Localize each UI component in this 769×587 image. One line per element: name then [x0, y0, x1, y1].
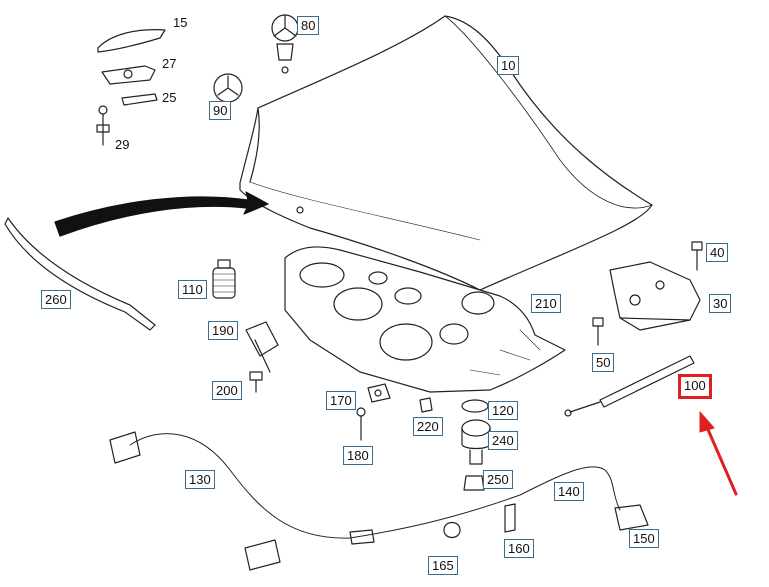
part-170-clip	[367, 383, 391, 403]
callout-160: 160	[504, 539, 534, 558]
part-29-screw	[96, 105, 110, 146]
release-cable	[109, 431, 621, 571]
part-100-gas-strut	[564, 355, 695, 417]
callout-150: 150	[629, 529, 659, 548]
callout-180: 180	[343, 446, 373, 465]
callout-15: 15	[173, 15, 188, 30]
part-240-buffer	[461, 419, 491, 465]
part-165-clip	[443, 521, 461, 539]
part-190-bracket	[245, 321, 279, 373]
callout-100-highlighted: 100	[678, 374, 712, 399]
part-90-badge	[213, 73, 243, 103]
callout-80: 80	[297, 16, 320, 35]
part-150-latch	[614, 504, 649, 531]
callout-90: 90	[209, 101, 232, 120]
callout-210: 210	[531, 294, 561, 313]
part-50-bolt	[592, 317, 604, 346]
callout-10: 10	[497, 56, 520, 75]
callout-30: 30	[709, 294, 732, 313]
callout-220: 220	[413, 417, 443, 436]
callout-27: 27	[162, 56, 177, 71]
part-27-bracket	[101, 65, 156, 85]
part-160-clip	[504, 503, 516, 533]
callout-110: 110	[178, 280, 207, 299]
insulation-pad	[284, 246, 566, 393]
callout-40: 40	[706, 243, 729, 262]
callout-250: 250	[483, 470, 513, 489]
callout-260: 260	[41, 290, 71, 309]
part-250-clip	[463, 475, 485, 491]
part-30-hinge	[609, 261, 701, 331]
callout-140: 140	[554, 482, 584, 501]
callout-120: 120	[488, 401, 518, 420]
callout-29: 29	[115, 137, 130, 152]
callout-240: 240	[488, 431, 518, 450]
callout-50: 50	[592, 353, 615, 372]
pointer-arrow	[54, 191, 269, 237]
part-200-bolt	[249, 371, 263, 393]
part-220-clip	[419, 397, 433, 413]
part-180-screw	[356, 407, 366, 441]
highlight-arrow	[699, 411, 738, 496]
part-80-star-emblem	[271, 14, 299, 74]
callout-25: 25	[162, 90, 177, 105]
callout-190: 190	[208, 321, 238, 340]
callout-130: 130	[185, 470, 215, 489]
callout-170: 170	[326, 391, 356, 410]
callout-165: 165	[428, 556, 458, 575]
part-260-seal	[4, 217, 156, 331]
part-110-bumper	[212, 259, 236, 299]
part-15-cover	[97, 29, 166, 53]
part-25-plate	[121, 93, 158, 106]
hood-panel	[239, 15, 653, 291]
part-40-bolt	[691, 241, 703, 271]
part-120-ring	[461, 399, 489, 413]
callout-200: 200	[212, 381, 242, 400]
